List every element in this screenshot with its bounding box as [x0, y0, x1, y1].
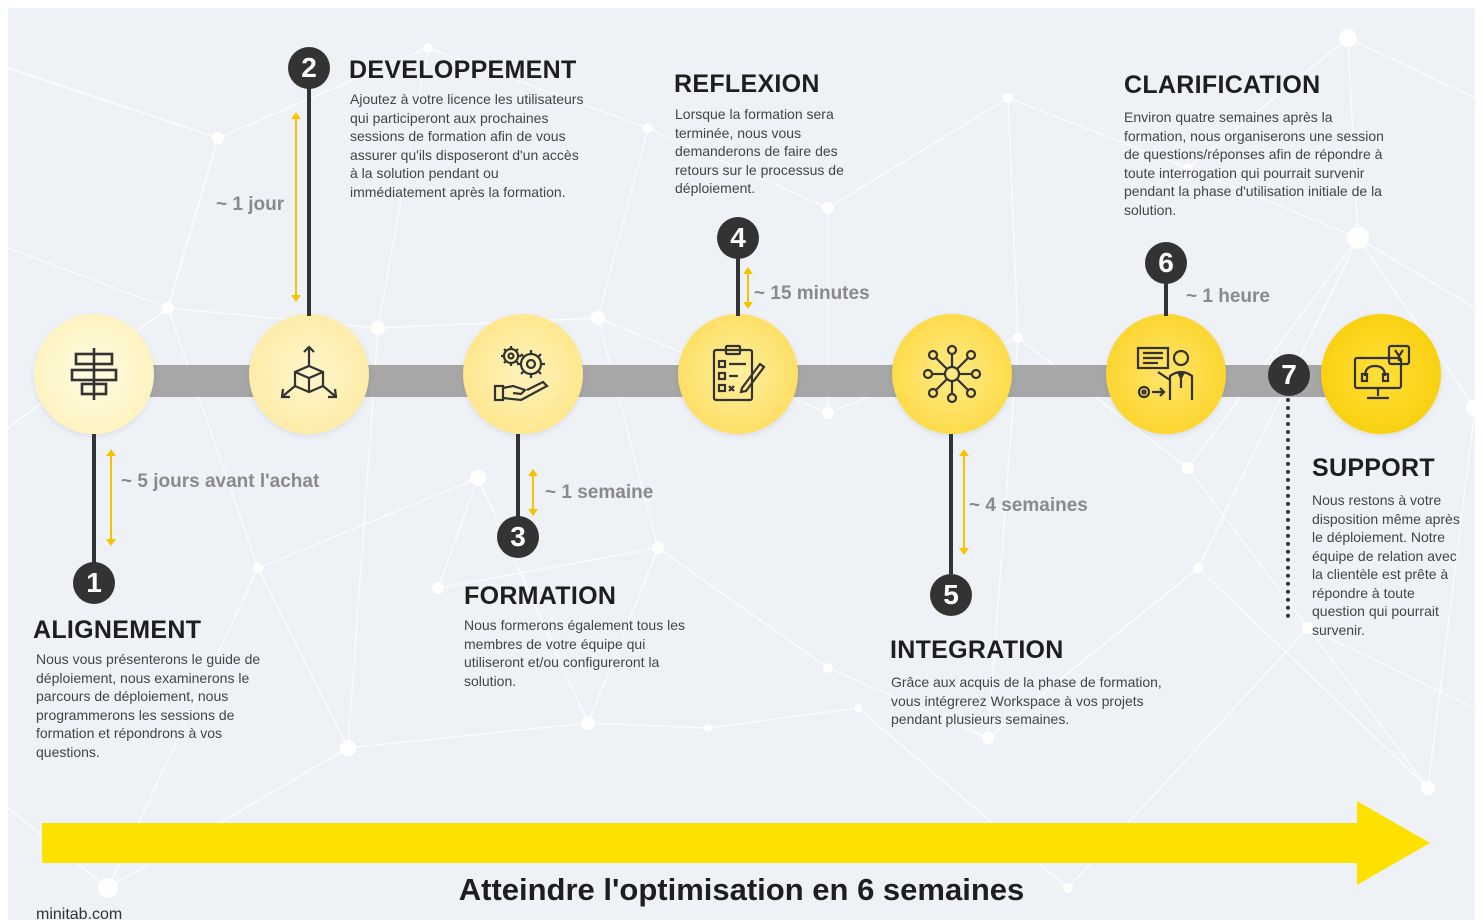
- step-4-description: Lorsque la formation sera terminée, nous…: [675, 106, 844, 196]
- network-hub-icon: [922, 344, 982, 404]
- step-4-badge: 4: [717, 217, 759, 259]
- step-1-duration-arrow: [106, 449, 116, 546]
- step-3-description: Nous formerons également tous les membre…: [464, 617, 685, 689]
- step-7-title: SUPPORT: [1312, 454, 1435, 482]
- step-4-duration: ~ 15 minutes: [754, 283, 870, 304]
- step-3-circle: [463, 314, 583, 434]
- step-3-title: FORMATION: [464, 582, 617, 610]
- checklist-icon: [712, 344, 766, 402]
- footer-url: minitab.com: [36, 906, 123, 920]
- process-infographic: 1 ~ 5 jours avant l'achat ALIGNEMENT Nou…: [8, 8, 1475, 920]
- step-1-stem: [92, 434, 96, 569]
- step-3-duration: ~ 1 semaine: [545, 482, 654, 503]
- progress-arrow: [42, 801, 1430, 885]
- step-3-badge: 3: [497, 516, 539, 558]
- step-4-title: REFLEXION: [674, 70, 820, 98]
- step-1-circle: [34, 314, 154, 434]
- step-7-dotted-line: [1286, 398, 1290, 618]
- step-6-description: Environ quatre semaines après la formati…: [1124, 109, 1384, 218]
- step-2-circle: [249, 314, 369, 434]
- alignment-icon: [70, 348, 118, 400]
- gears-hand-icon: [493, 346, 549, 402]
- step-5-duration: ~ 4 semaines: [969, 495, 1088, 516]
- step-2-duration-arrow: [291, 112, 301, 302]
- step-5-duration-arrow: [959, 449, 969, 555]
- step-1-badge: 1: [73, 562, 115, 604]
- step-2-description: Ajoutez à votre licence les utilisateurs…: [350, 91, 584, 200]
- step-1-title: ALIGNEMENT: [33, 616, 202, 644]
- step-1-duration: ~ 5 jours avant l'achat: [121, 471, 320, 492]
- step-6-title: CLARIFICATION: [1124, 71, 1321, 99]
- step-2-badge: 2: [288, 47, 330, 89]
- step-6-circle: [1106, 314, 1226, 434]
- step-5-circle: [892, 314, 1012, 434]
- step-5-title: INTEGRATION: [890, 636, 1064, 664]
- step-4-duration-arrow: [743, 267, 753, 309]
- step-6-stem: [1164, 278, 1168, 316]
- step-7-description: Nous restons à votre disposition même ap…: [1312, 492, 1460, 638]
- network-background: [8, 29, 1475, 898]
- 3d-cube-icon: [280, 345, 338, 399]
- step-2-duration: ~ 1 jour: [216, 194, 285, 215]
- step-5-description: Grâce aux acquis de la phase de formatio…: [891, 674, 1162, 727]
- step-3-stem: [516, 434, 520, 522]
- step-4-stem: [736, 256, 740, 316]
- support-monitor-icon: [1353, 344, 1411, 400]
- step-7-circle: [1321, 314, 1441, 434]
- step-5-badge: 5: [930, 574, 972, 616]
- step-3-duration-arrow: [528, 469, 538, 516]
- step-7-badge: 7: [1268, 354, 1310, 396]
- step-6-badge: 6: [1145, 242, 1187, 284]
- step-5-stem: [949, 434, 953, 574]
- step-4-circle: [678, 314, 798, 434]
- step-2-stem: [307, 70, 311, 316]
- headline: Atteindre l'optimisation en 6 semaines: [458, 872, 1025, 907]
- step-6-duration: ~ 1 heure: [1186, 286, 1270, 307]
- step-2-title: DEVELOPPEMENT: [349, 56, 577, 84]
- presenter-icon: [1136, 346, 1194, 400]
- step-1-description: Nous vous présenterons le guide de déplo…: [36, 651, 261, 760]
